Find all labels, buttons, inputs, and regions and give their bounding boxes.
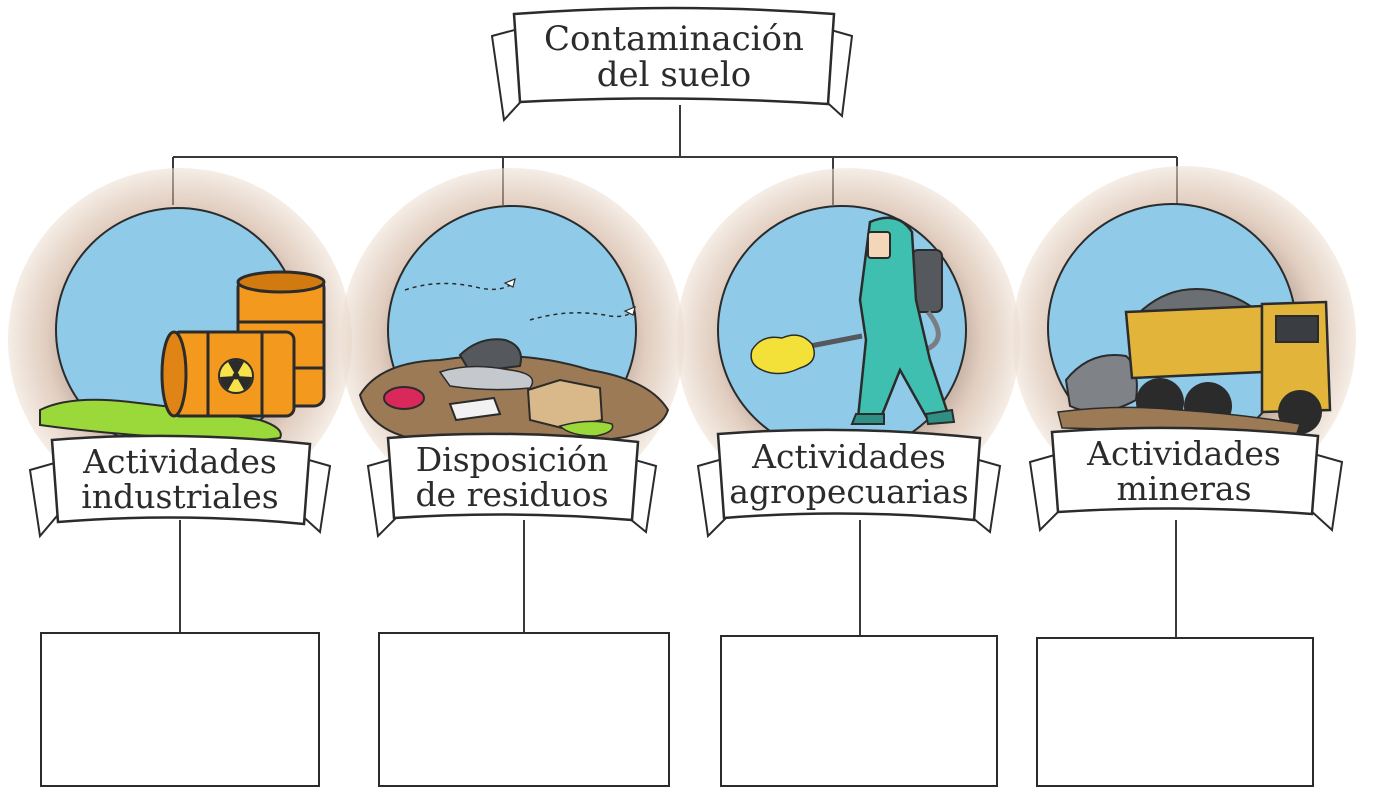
face-mask [867, 231, 891, 259]
mining-truck-illustration [1057, 288, 1332, 437]
barrels-illustration [39, 270, 326, 443]
cab-window [1275, 315, 1319, 343]
waste-illustration [358, 278, 670, 445]
answer-box-3[interactable] [720, 635, 998, 787]
grey-puddle [438, 365, 534, 391]
panel-industrial: Actividades industriales [8, 168, 352, 539]
flight-path-2 [529, 311, 633, 321]
ribbon-agricultural: Actividades agropecuarias [696, 428, 1002, 539]
red-object [383, 386, 425, 410]
tire-trash [458, 338, 522, 374]
truck-bed [1124, 304, 1264, 380]
sprayer-person-illustration [750, 216, 956, 426]
ribbon-mining: Actividades mineras [1028, 426, 1344, 533]
answer-box-1[interactable] [40, 632, 320, 787]
title-line1: Contaminación [544, 19, 804, 59]
barrel-upright-top [236, 270, 326, 294]
fly-2 [623, 306, 636, 316]
category-2-line1: Disposición [416, 440, 609, 479]
ribbon-waste: Disposición de residuos [366, 432, 658, 539]
barrel-tipped-end [160, 330, 188, 418]
radiation-icon-blades [220, 359, 252, 390]
fly-1 [503, 278, 516, 288]
category-4-line1: Actividades [1086, 434, 1281, 473]
category-4-line2: mineras [1116, 469, 1251, 508]
category-1-line2: industriales [81, 477, 278, 516]
toxic-spill [39, 398, 282, 443]
answer-box-2[interactable] [378, 632, 670, 787]
category-2-line2: de residuos [415, 475, 608, 514]
title-line2: del suelo [597, 55, 751, 95]
paper-trash [448, 396, 502, 422]
panel-mining: Actividades mineras [1012, 166, 1356, 533]
panel-waste: Disposición de residuos [340, 168, 684, 539]
cardboard-boxes [526, 378, 604, 430]
flight-path-1 [404, 282, 513, 291]
category-1-line1: Actividades [82, 442, 277, 481]
green-puddle [558, 420, 614, 437]
category-3-line2: agropecuarias [729, 472, 968, 511]
boots [850, 408, 956, 426]
answer-box-4[interactable] [1036, 637, 1314, 787]
ribbon-industrial: Actividades industriales [28, 434, 332, 539]
title-ribbon: Contaminación del suelo [490, 6, 854, 123]
panel-agricultural: Actividades agropecuarias [676, 168, 1020, 539]
category-3-line1: Actividades [751, 437, 946, 476]
pesticide-spray-cloud [750, 334, 815, 375]
answer-boxes [40, 632, 1314, 787]
